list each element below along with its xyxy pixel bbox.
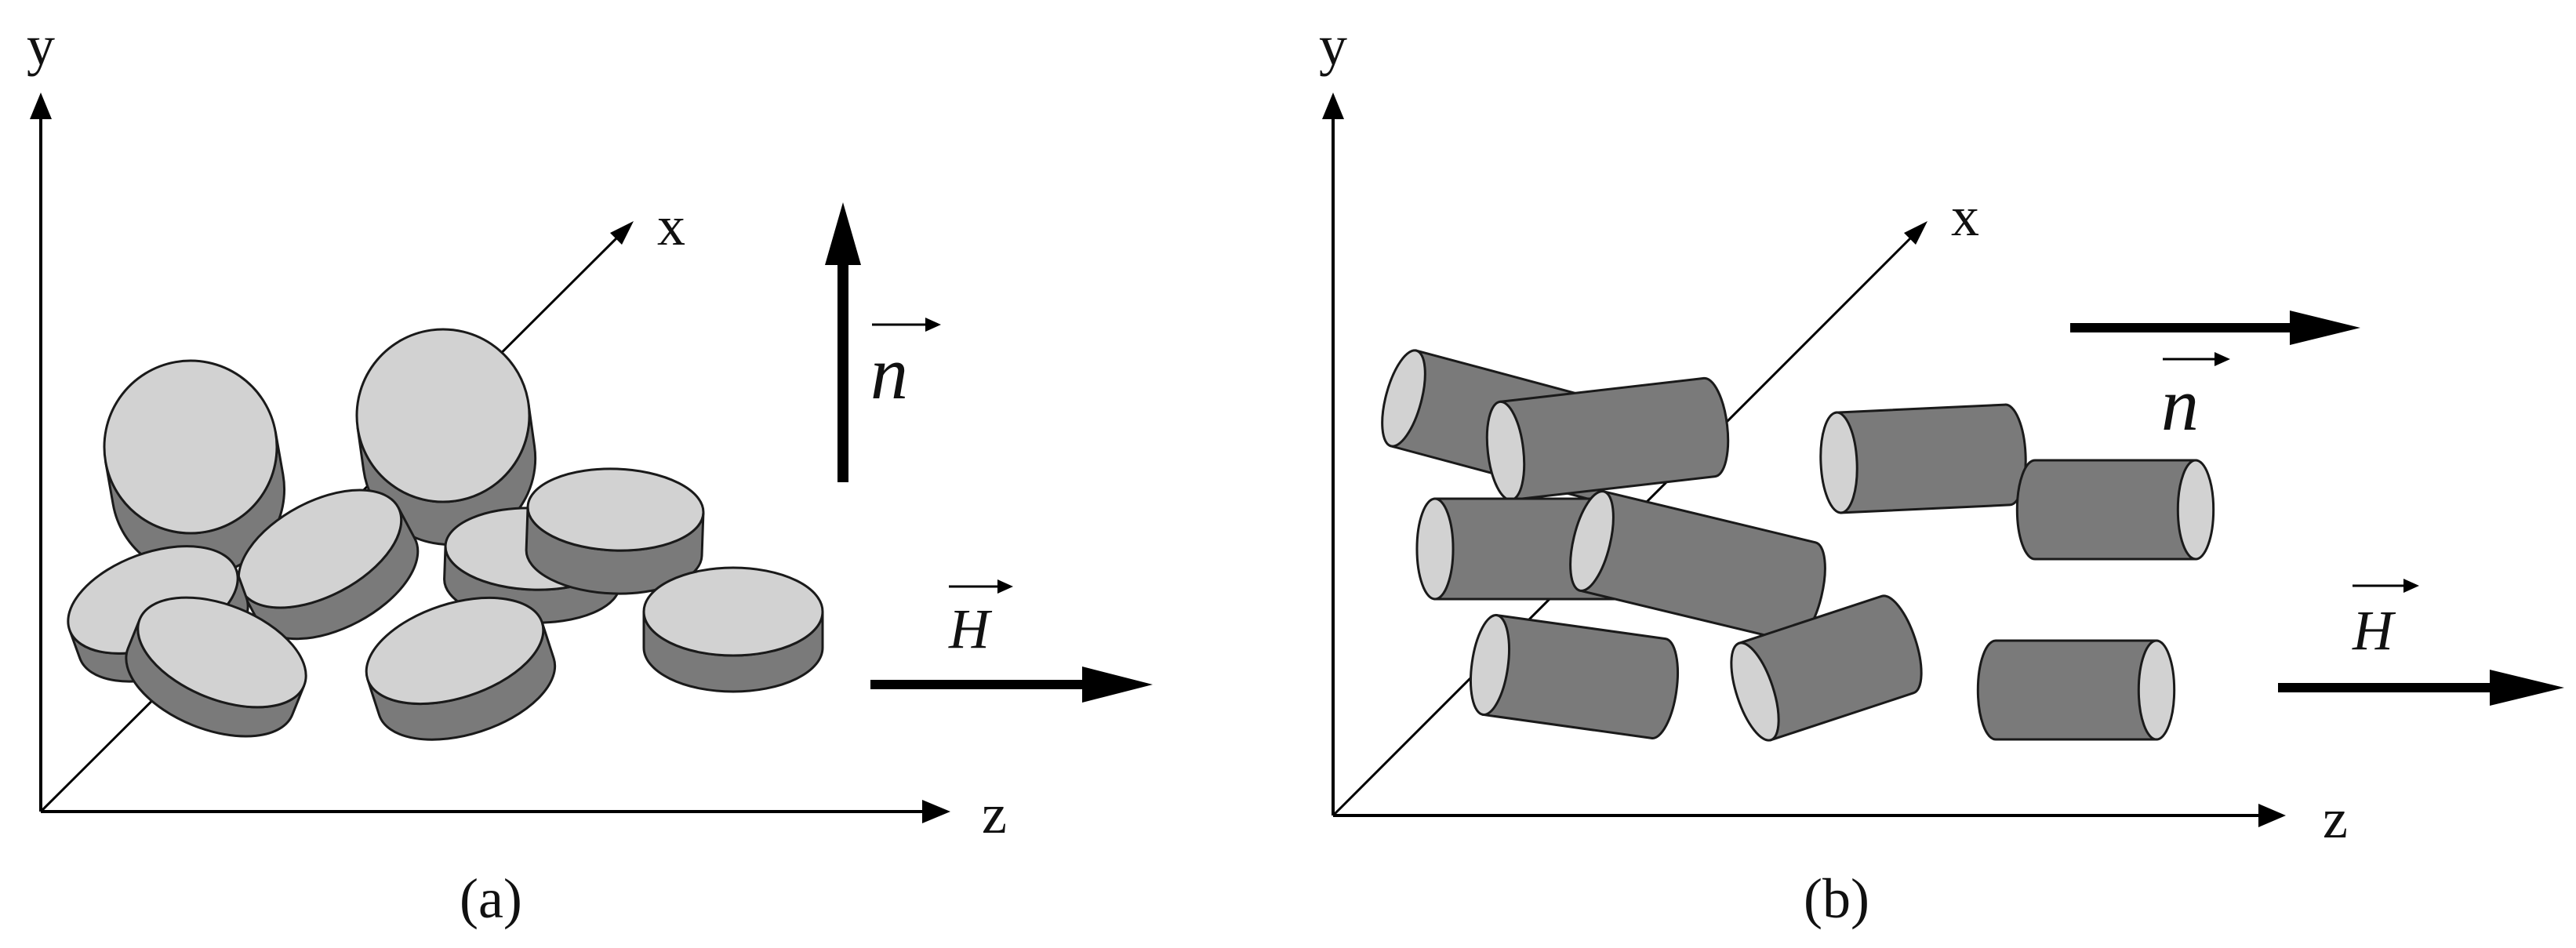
panel-a-n-label: n (870, 331, 908, 415)
cylinder-particle (1470, 613, 1679, 739)
panel-a-n-overarrow-head (925, 318, 941, 332)
disk-particle (642, 566, 824, 693)
panel-a-particles (67, 328, 824, 741)
panel-b-particles (1381, 349, 2215, 742)
panel-a-h-arrow-head (1082, 667, 1153, 703)
panel-b: y x z (b) n H (1319, 14, 2564, 930)
panel-a-z-label: z (982, 783, 1007, 845)
panel-b-h-overarrow-head (2403, 579, 2419, 593)
panel-b-h-label: H (2352, 599, 2396, 662)
cylinder-particle (1819, 403, 2027, 514)
panel-b-n-label: n (2161, 362, 2199, 446)
panel-a-x-label: x (657, 194, 685, 257)
panel-a-caption: (a) (460, 867, 522, 930)
panel-b-caption: (b) (1804, 867, 1869, 930)
panel-a-n-arrow-head (825, 202, 861, 265)
panel-b-z-label: z (2323, 787, 2348, 850)
disk-particle (525, 467, 705, 595)
cylinder-particle (1730, 594, 1923, 742)
panel-b-z-axis-arrowhead (2258, 804, 2286, 827)
panel-b-x-label: x (1951, 185, 1979, 248)
panel-a-z-axis-arrowhead (922, 800, 950, 823)
panel-b-y-axis-arrowhead (1322, 93, 1344, 119)
disk-particle (125, 596, 307, 738)
panel-b-h-arrow-head (2490, 670, 2564, 706)
panel-b-n-arrow-head (2290, 311, 2360, 345)
panel-b-y-label: y (1319, 14, 1347, 77)
panel-a-y-label: y (27, 14, 55, 77)
panel-a-h-overarrow-head (997, 579, 1013, 594)
panel-a: y x z (a) n H (27, 14, 1153, 930)
disk-particle (365, 596, 557, 741)
disk-particle (237, 489, 420, 641)
cylinder-particle (1569, 489, 1826, 643)
panel-b-n-overarrow-head (2214, 352, 2230, 366)
cylinder-particle (2015, 459, 2215, 561)
panel-a-h-label: H (948, 597, 993, 660)
cylinder-particle (1485, 376, 1730, 502)
panel-a-x-axis-arrowhead (610, 221, 634, 245)
panel-a-y-axis-arrowhead (30, 93, 52, 119)
panel-b-x-axis-arrowhead (1904, 221, 1927, 245)
cylinder-particle (1976, 639, 2176, 741)
